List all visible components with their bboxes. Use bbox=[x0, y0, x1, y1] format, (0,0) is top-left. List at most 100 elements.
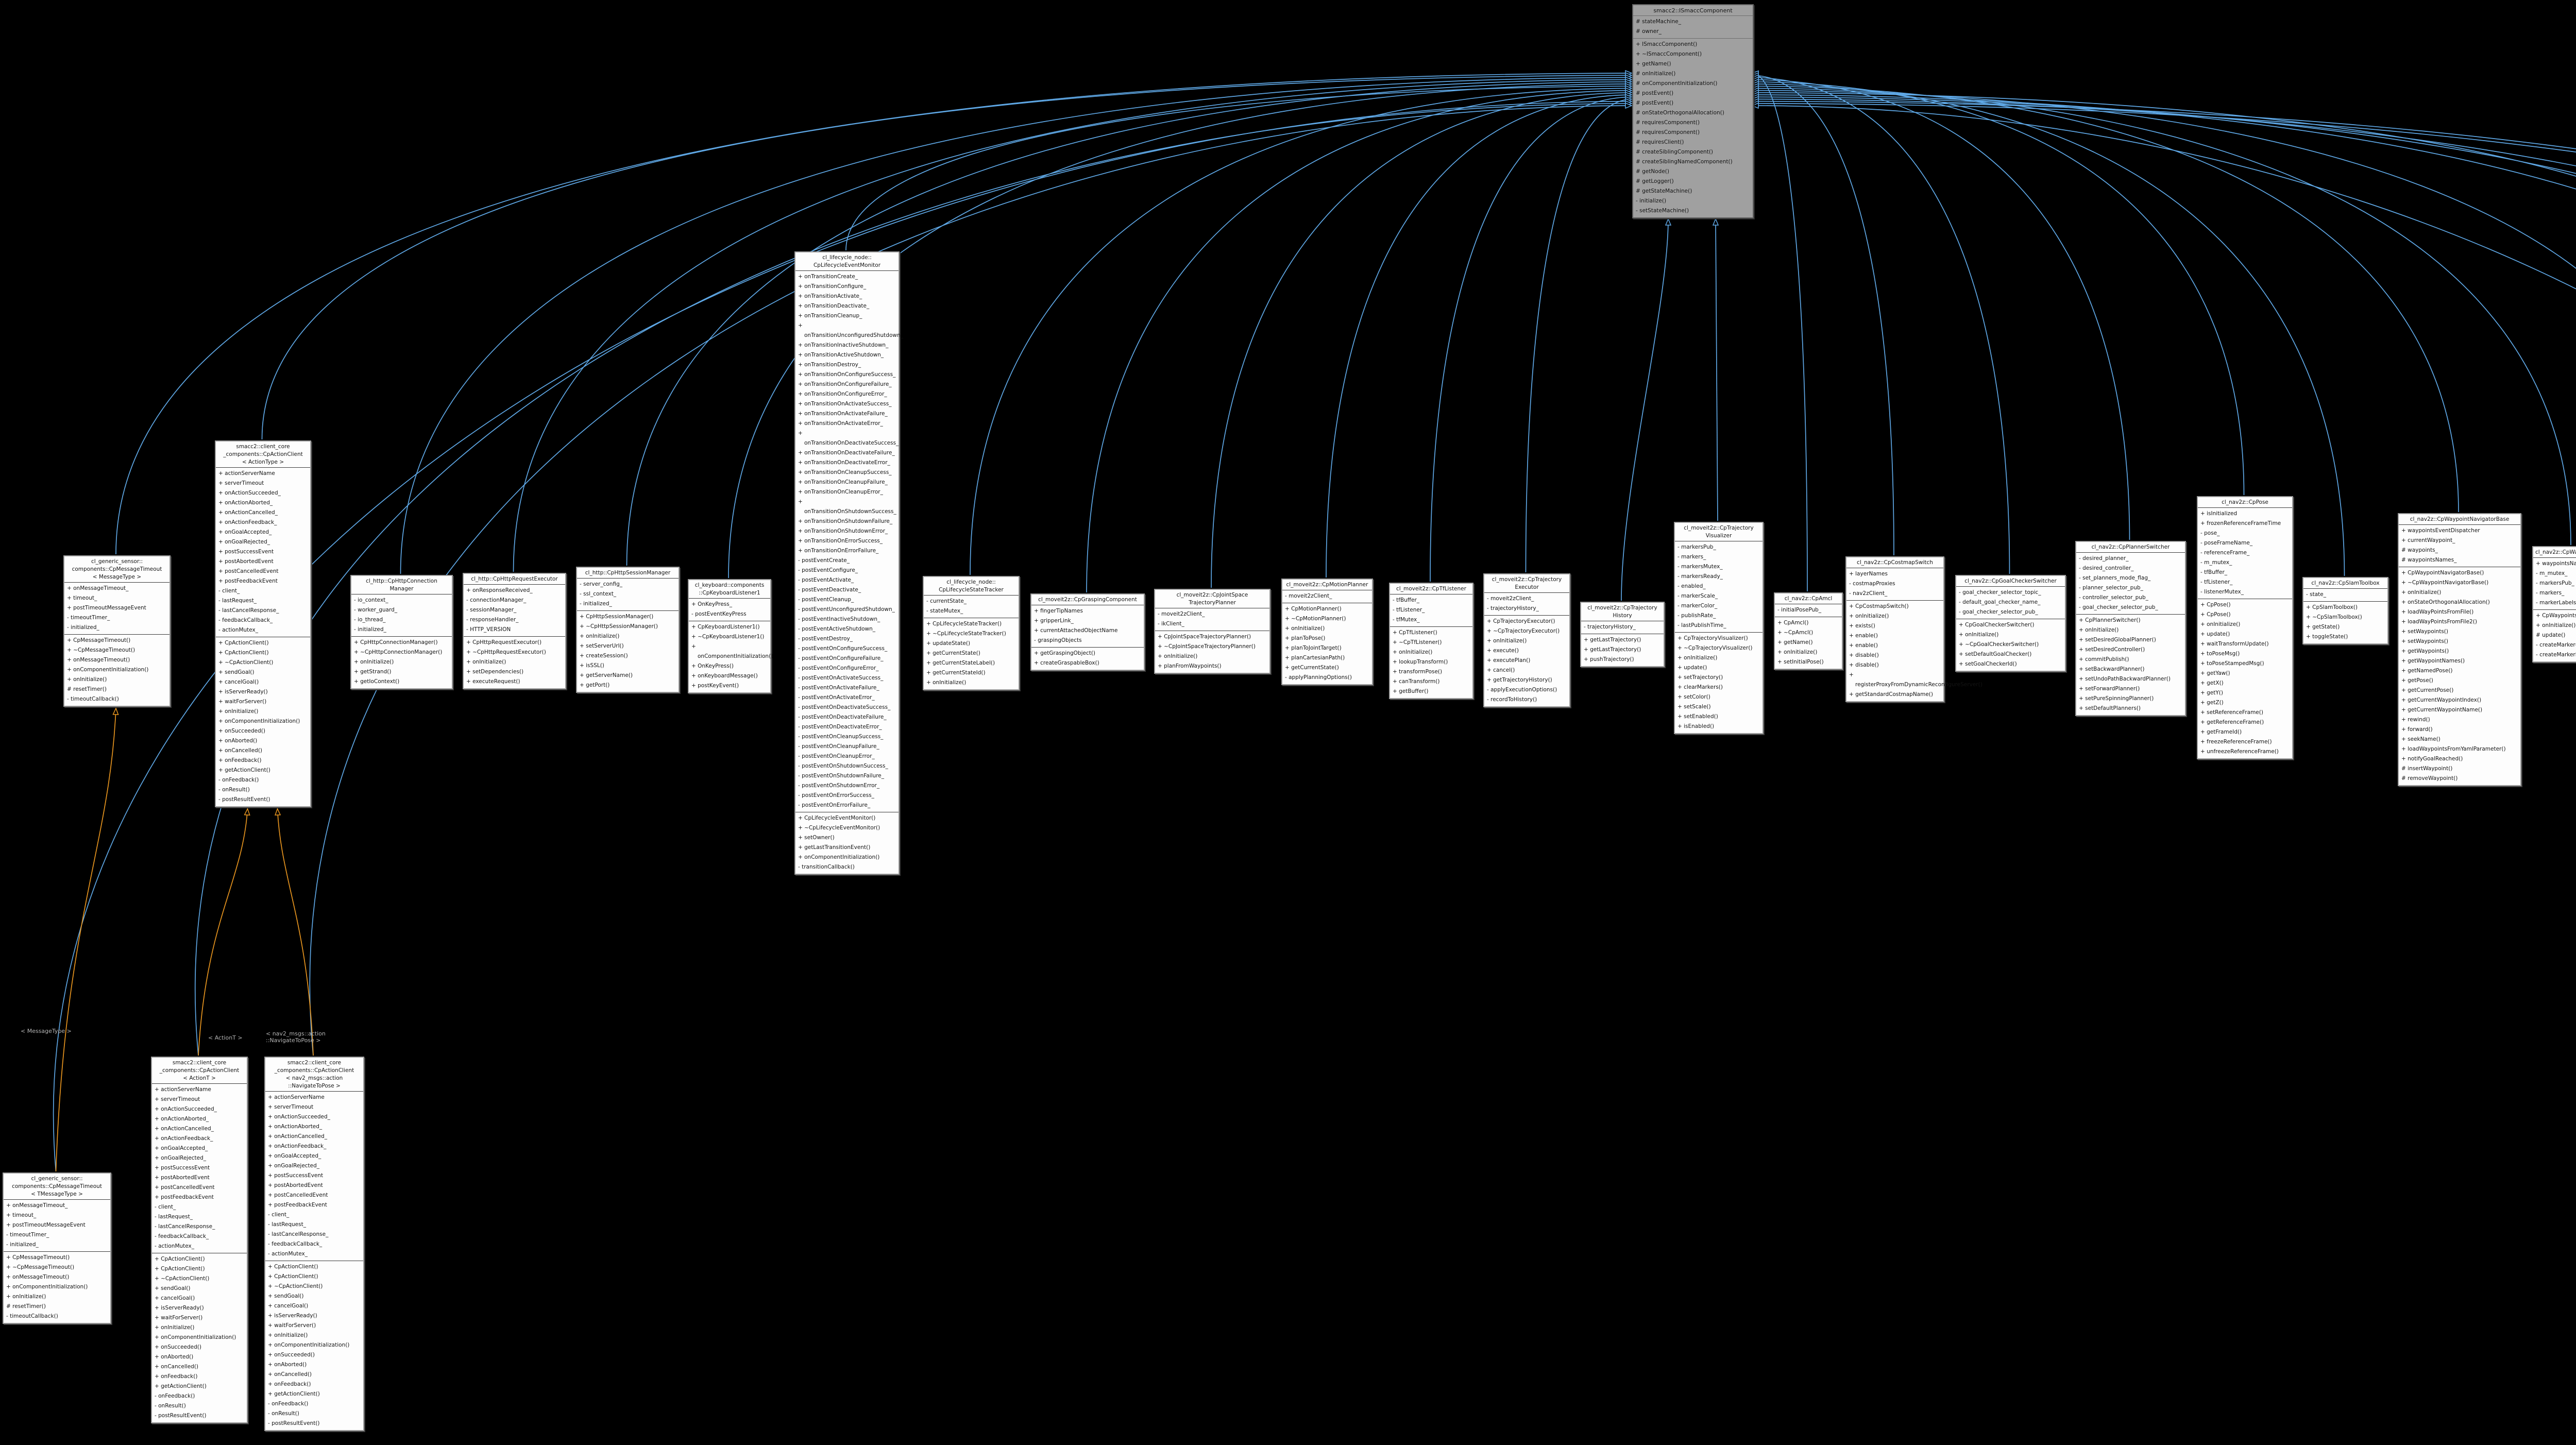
attributes-section: + actionServerName+ serverTimeout+ onAct… bbox=[152, 1084, 247, 1253]
class-node-K[interactable]: cl_moveit2z::CpMotionPlanner- moveit2zCl… bbox=[1281, 579, 1373, 685]
inheritance-edge-W bbox=[1752, 88, 2571, 546]
member-row: - postEventOnConfigureSuccess_ bbox=[798, 645, 888, 652]
member-row: - connectionManager_ bbox=[466, 597, 527, 603]
inheritance-edge-V bbox=[1752, 86, 2459, 513]
member-row: + getNamedPose() bbox=[2401, 668, 2453, 674]
member-row: - desired_controller_ bbox=[2079, 565, 2134, 571]
member-row: + CpLifecycleStateTracker() bbox=[926, 621, 1002, 627]
member-row: - postResultEvent() bbox=[268, 1420, 320, 1426]
member-row: + CpJointSpaceTrajectoryPlanner() bbox=[1158, 634, 1251, 640]
class-title: cl_moveit2z::CpTfListener bbox=[1390, 584, 1472, 594]
class-node-V[interactable]: cl_nav2z::CpWaypointNavigatorBase+ waypo… bbox=[2398, 513, 2521, 786]
member-row: + ISmaccComponent() bbox=[1636, 41, 1698, 47]
attributes-section: + onTransitionCreate_+ onTransitionConfi… bbox=[795, 271, 903, 812]
class-node-F[interactable]: cl_keyboard::components::CpKeyboardListe… bbox=[688, 579, 773, 693]
class-node-B[interactable]: smacc2::client_core_components::CpAction… bbox=[215, 440, 311, 807]
member-row: + onActionFeedback_ bbox=[268, 1143, 327, 1149]
member-row: - markersReady_ bbox=[1677, 573, 1723, 580]
member-row: + CpWaypointsVisualizer() bbox=[2536, 613, 2576, 619]
inheritance-edge-R bbox=[1752, 77, 2010, 574]
class-title-line: cl_http::CpHttpRequestExecutor bbox=[471, 576, 558, 582]
class-node-BC[interactable]: smacc2::client_core_components::CpAction… bbox=[264, 1057, 364, 1431]
member-row: + setWaypoints() bbox=[2401, 628, 2448, 635]
member-row: + ~CpWaypointNavigatorBase() bbox=[2401, 580, 2489, 586]
class-node-A[interactable]: cl_generic_sensor::components::CpMessage… bbox=[63, 555, 171, 707]
class-title: cl_nav2z::CpPose bbox=[2198, 497, 2292, 508]
class-title: cl_moveit2z::CpGraspingComponent bbox=[1031, 594, 1144, 605]
member-row: - actionMutex_ bbox=[268, 1251, 308, 1257]
member-row: + planToJointTarget() bbox=[1285, 645, 1342, 651]
member-row: + waitForServer() bbox=[155, 1315, 203, 1321]
class-node-U[interactable]: cl_nav2z::CpSlamToolbox- state_+ CpSlamT… bbox=[2302, 577, 2388, 644]
member-row: + loadWaypointsFromYamlParameter() bbox=[2401, 746, 2506, 752]
member-row: + setServerUrl() bbox=[580, 643, 624, 649]
member-row: + getServerName() bbox=[580, 672, 633, 678]
attributes-section: + layerNames- costmapProxies- nav2zClien… bbox=[1846, 568, 1943, 601]
class-node-D[interactable]: cl_http::CpHttpRequestExecutor+ onRespon… bbox=[463, 573, 566, 689]
member-row: + setInitialPose() bbox=[1777, 659, 1824, 665]
member-row: + actionServerName bbox=[155, 1086, 211, 1093]
template-instance-edge-BA bbox=[55, 708, 116, 1172]
member-row: - planner_selector_pub_ bbox=[2079, 585, 2143, 591]
member-row: + setDesiredController() bbox=[2079, 647, 2145, 653]
class-node-T[interactable]: cl_nav2z::CpPose+ isInitialized+ frozenR… bbox=[2197, 496, 2293, 759]
class-title-line: cl_nav2z::CpWaypointsVisualizer bbox=[2535, 549, 2576, 555]
inheritance-edge-Q bbox=[1752, 75, 1894, 556]
member-row: - m_mutex_ bbox=[2200, 559, 2232, 566]
inheritance-edge-O bbox=[1716, 219, 1718, 521]
class-title-line: cl_lifecycle_node:: bbox=[822, 254, 872, 261]
member-row: - controller_selector_pub_ bbox=[2079, 594, 2148, 601]
class-node-G[interactable]: cl_lifecycle_node::CpLifecycleEventMonit… bbox=[794, 251, 903, 875]
member-row: # getLogger() bbox=[1636, 178, 1674, 184]
member-row: + onGoalRejected_ bbox=[268, 1163, 320, 1169]
member-row: # createSiblingNamedComponent() bbox=[1636, 159, 1733, 165]
inheritance-edge-K bbox=[1326, 95, 1632, 578]
member-row: + getFrameId() bbox=[2200, 729, 2242, 735]
class-title-line: cl_keyboard::components bbox=[694, 582, 765, 588]
class-node-L[interactable]: cl_moveit2z::CpTfListener- tfBuffer_- tf… bbox=[1389, 583, 1473, 699]
class-node-P[interactable]: cl_nav2z::CpAmcl- initialPosePub_+ CpAmc… bbox=[1774, 592, 1843, 670]
member-row: - desired_planner_ bbox=[2079, 555, 2129, 562]
methods-section: + CpTfListener()+ ~CpTfListener()+ onIni… bbox=[1390, 627, 1472, 698]
member-row: - client_ bbox=[155, 1204, 176, 1210]
class-node-BB[interactable]: smacc2::client_core_components::CpAction… bbox=[151, 1057, 248, 1423]
class-node-BA[interactable]: cl_generic_sensor::components::CpMessage… bbox=[3, 1172, 111, 1324]
member-row: + onInitialize() bbox=[1849, 613, 1889, 619]
methods-section: + CpHttpRequestExecutor()+ ~CpHttpReques… bbox=[464, 637, 565, 688]
member-row: + postCancelledEvent bbox=[268, 1192, 328, 1198]
member-row: + getCurrentWaypointIndex() bbox=[2401, 697, 2482, 703]
member-row: - postEventInactiveShutdown_ bbox=[798, 616, 880, 622]
member-row: + transformPose() bbox=[1393, 669, 1443, 675]
member-row: + disable() bbox=[1849, 652, 1879, 658]
member-row: + onActionSucceeded_ bbox=[268, 1114, 330, 1120]
class-node-E[interactable]: cl_http::CpHttpSessionManager- server_co… bbox=[576, 567, 680, 693]
class-node-R[interactable]: cl_nav2z::CpGoalCheckerSwitcher- goal_ch… bbox=[1955, 575, 2066, 672]
member-row: + onMessageTimeout_ bbox=[6, 1202, 68, 1209]
member-row: + onInitialize() bbox=[155, 1324, 195, 1331]
class-node-I[interactable]: cl_moveit2z::CpGraspingComponent+ finger… bbox=[1030, 593, 1145, 671]
member-row: + onResponseReceived_ bbox=[466, 587, 533, 593]
class-title: cl_nav2z::CpCostmapSwitch bbox=[1846, 557, 1943, 568]
class-title-line: cl_nav2z::CpGoalCheckerSwitcher bbox=[1964, 578, 2057, 584]
class-node-center[interactable]: smacc2::ISmaccComponent# stateMachine_# … bbox=[1632, 4, 1754, 218]
member-row: + setScale() bbox=[1677, 704, 1711, 710]
class-node-S[interactable]: cl_nav2z::CpPlannerSwitcher- desired_pla… bbox=[2075, 541, 2186, 716]
inheritance-edge-AA bbox=[1752, 97, 2576, 174]
member-row: + onGoalRejected_ bbox=[155, 1155, 207, 1161]
member-row: + rewind() bbox=[2401, 717, 2430, 723]
member-row: + cancelGoal() bbox=[155, 1295, 195, 1301]
member-row: - postEventOnCleanupError_ bbox=[798, 753, 875, 759]
member-row: + CpActionClient() bbox=[218, 650, 269, 656]
class-node-W[interactable]: cl_nav2z::CpWaypointsVisualizer+ waypoin… bbox=[2532, 546, 2576, 662]
inheritance-edge-AB bbox=[1752, 99, 2576, 166]
member-row: + onComponentInitialization() bbox=[67, 667, 149, 673]
methods-section: + ISmaccComponent()+ ~ISmaccComponent()+… bbox=[1633, 39, 1753, 217]
class-node-H[interactable]: cl_lifecycle_node::CpLifecycleStateTrack… bbox=[923, 576, 1020, 690]
class-node-Q[interactable]: cl_nav2z::CpCostmapSwitch+ layerNames- c… bbox=[1845, 556, 1982, 702]
member-row: + onTransitionDeactivate_ bbox=[798, 303, 870, 309]
